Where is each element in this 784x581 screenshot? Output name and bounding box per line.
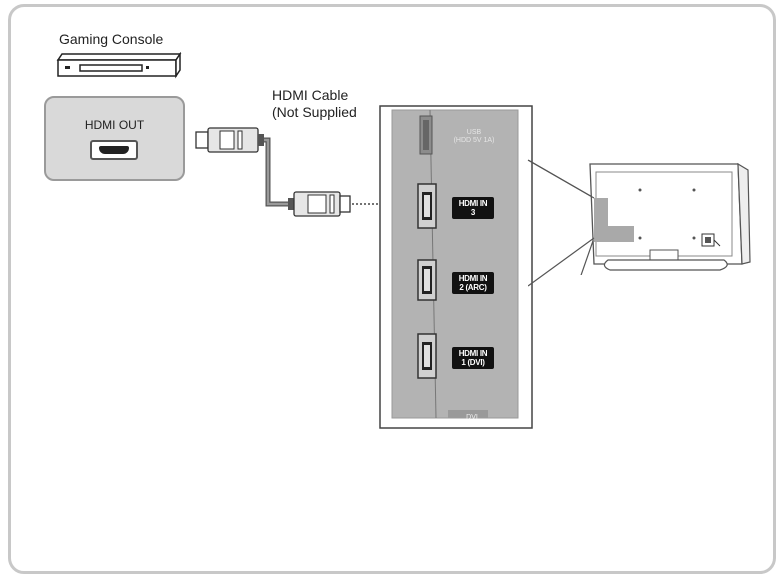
hdmi-in-3-label: HDMI IN 3	[452, 197, 494, 219]
cable-label-line1: HDMI Cable	[272, 87, 349, 103]
hdmi-out-port-icon	[90, 140, 138, 160]
hdmi-port-1-icon	[417, 333, 437, 379]
hdmi-port-3-icon	[417, 183, 437, 229]
hdmi-in-2-line1: HDMI IN	[458, 274, 488, 283]
hdmi-out-label: HDMI OUT	[84, 118, 145, 132]
console-device-icon	[56, 52, 182, 79]
hdmi-in-2-line2: 2 (ARC)	[459, 283, 487, 292]
hdmi-in-3-line1: HDMI IN	[458, 199, 488, 208]
hdmi-in-1-line2: 1 (DVI)	[461, 358, 485, 367]
bottom-cut-label: DVI	[466, 414, 478, 421]
tv-back-panel	[379, 105, 533, 429]
hdmi-port-2-icon	[417, 259, 437, 301]
zoom-connector-lines	[528, 160, 595, 287]
hdmi-cable-icon	[195, 127, 400, 217]
hdmi-in-3-line2: 3	[470, 208, 476, 217]
hdmi-in-1-label: HDMI IN 1 (DVI)	[452, 347, 494, 369]
cable-label-line2: (Not Supplied	[272, 104, 357, 120]
hdmi-out-panel: HDMI OUT	[44, 96, 185, 181]
usb-label-line1: USB	[466, 129, 482, 136]
console-label: Gaming Console	[59, 31, 164, 47]
usb-label-line2: (HDD 5V 1A)	[453, 137, 495, 144]
usb-port-label: USB (HDD 5V 1A)	[452, 129, 496, 145]
hdmi-in-2-label: HDMI IN 2 (ARC)	[452, 272, 494, 294]
cable-label: HDMI Cable (Not Supplied	[272, 87, 382, 121]
hdmi-in-1-line1: HDMI IN	[458, 349, 488, 358]
